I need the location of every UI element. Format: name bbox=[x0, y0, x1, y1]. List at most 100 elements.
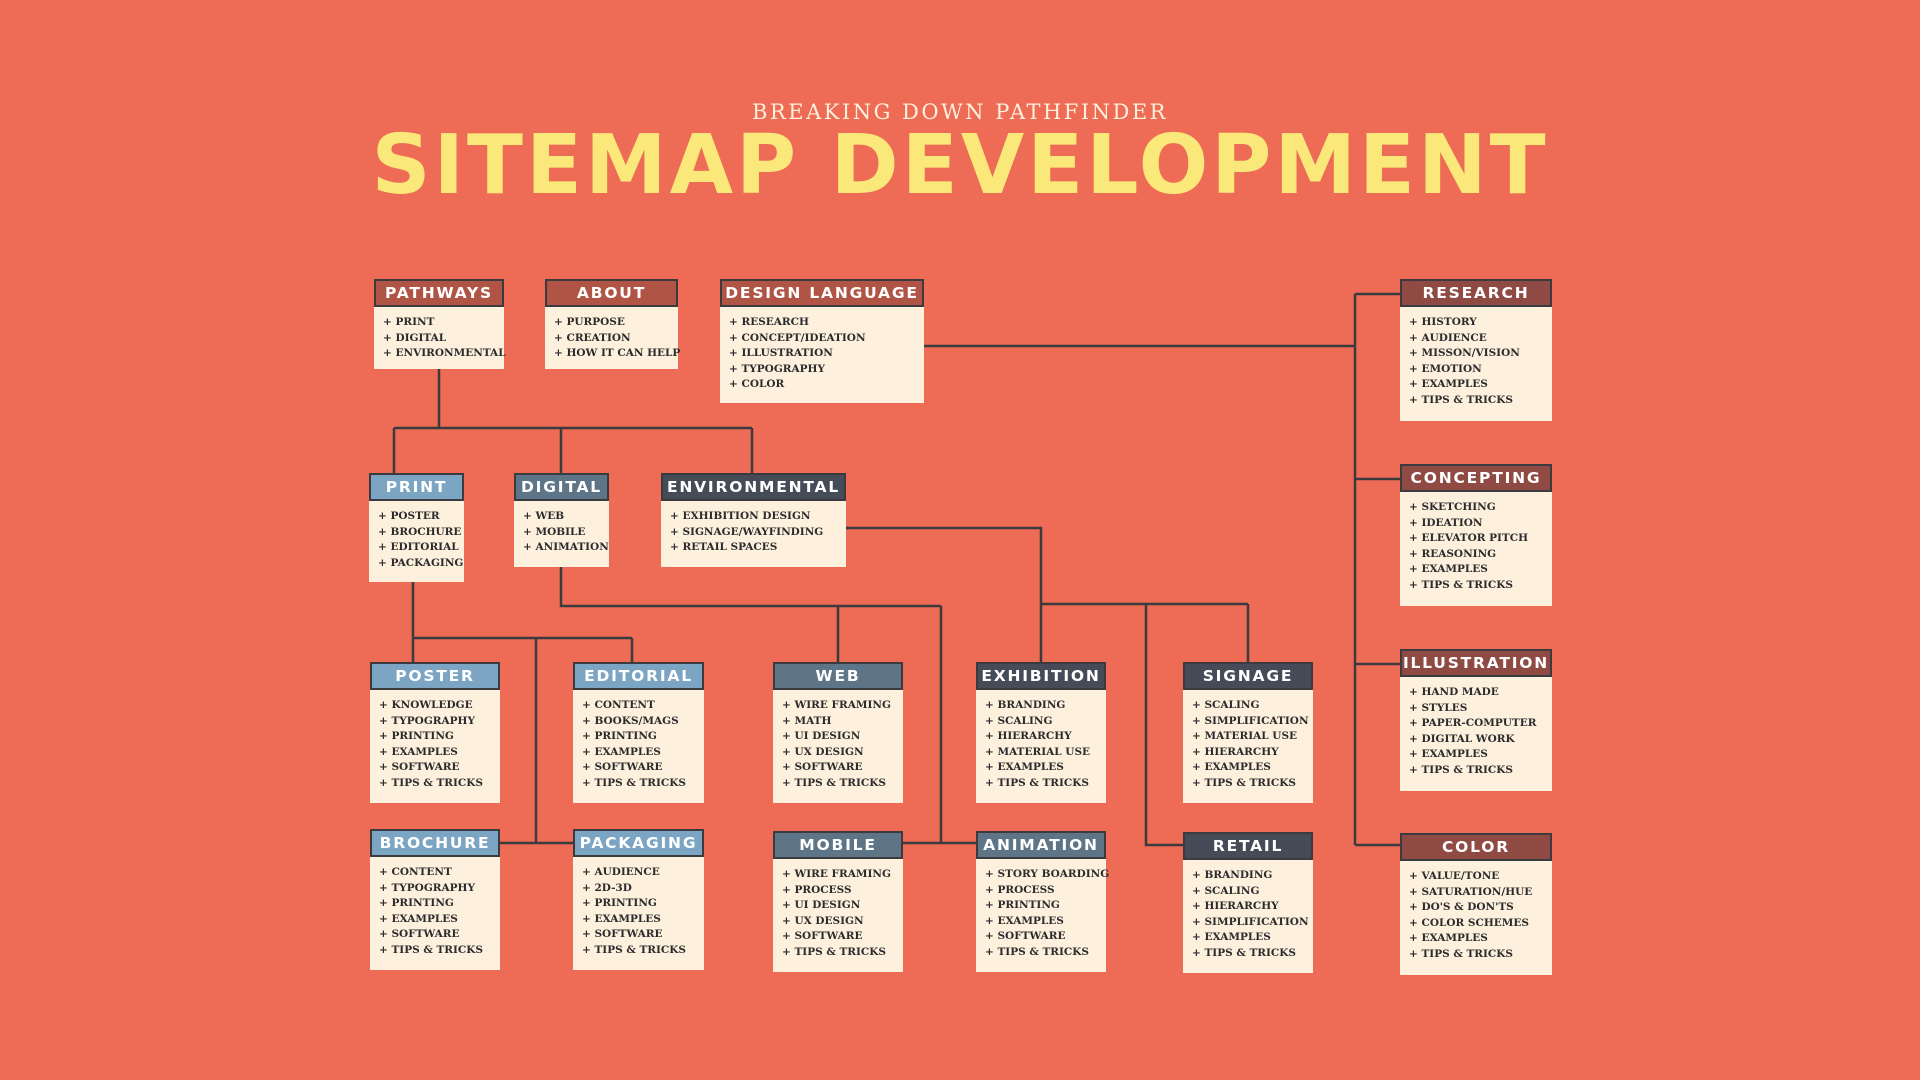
list-item: SKETCHING bbox=[1409, 500, 1552, 516]
node-illustration: ILLUSTRATION HAND MADE STYLES PAPER-COMP… bbox=[1400, 649, 1552, 791]
list-item: KNOWLEDGE bbox=[379, 698, 500, 714]
node-research: RESEARCH HISTORY AUDIENCE MISSON/VISION … bbox=[1400, 279, 1552, 421]
list-item: SATURATION/HUE bbox=[1409, 885, 1552, 901]
list-item: CONTENT bbox=[379, 865, 500, 881]
node-exhibition-title: EXHIBITION bbox=[976, 662, 1106, 690]
node-concepting-title: CONCEPTING bbox=[1400, 464, 1552, 492]
list-item: ELEVATOR PITCH bbox=[1409, 531, 1552, 547]
list-item: PURPOSE bbox=[554, 315, 678, 331]
list-item: SOFTWARE bbox=[379, 760, 500, 776]
connector-digital-children bbox=[559, 567, 976, 845]
list-item: PRINT bbox=[383, 315, 504, 331]
list-item: SOFTWARE bbox=[582, 760, 704, 776]
list-item: TIPS & TRICKS bbox=[782, 776, 903, 792]
node-animation-title: ANIMATION bbox=[976, 831, 1106, 859]
node-concepting: CONCEPTING SKETCHING IDEATION ELEVATOR P… bbox=[1400, 464, 1552, 606]
list-item: WIRE FRAMING bbox=[782, 698, 903, 714]
list-item: SIGNAGE/WAYFINDING bbox=[670, 525, 846, 541]
list-item: COLOR bbox=[729, 377, 924, 393]
list-item: RESEARCH bbox=[729, 315, 924, 331]
list-item: SIMPLIFICATION bbox=[1192, 915, 1313, 931]
list-item: TIPS & TRICKS bbox=[985, 776, 1106, 792]
node-print: PRINT POSTER BROCHURE EDITORIAL PACKAGIN… bbox=[369, 473, 464, 582]
list-item: EXAMPLES bbox=[1192, 930, 1313, 946]
list-item: DIGITAL bbox=[383, 331, 504, 347]
list-item: TIPS & TRICKS bbox=[1409, 393, 1552, 409]
node-animation: ANIMATION STORY BOARDING PROCESS PRINTIN… bbox=[976, 831, 1109, 972]
list-item: TIPS & TRICKS bbox=[379, 943, 500, 959]
list-item: BROCHURE bbox=[378, 525, 464, 541]
list-item: TYPOGRAPHY bbox=[729, 362, 924, 378]
list-item: HOW IT CAN HELP bbox=[554, 346, 680, 362]
node-digital: DIGITAL WEB MOBILE ANIMATION bbox=[514, 473, 609, 567]
list-item: CONCEPT/IDEATION bbox=[729, 331, 924, 347]
list-item: SOFTWARE bbox=[379, 927, 500, 943]
node-environmental: ENVIRONMENTAL EXHIBITION DESIGN SIGNAGE/… bbox=[661, 473, 846, 567]
node-design-language: DESIGN LANGUAGE RESEARCH CONCEPT/IDEATIO… bbox=[720, 279, 924, 403]
list-item: EXAMPLES bbox=[1192, 760, 1313, 776]
node-brochure: BROCHURE CONTENT TYPOGRAPHY PRINTING EXA… bbox=[370, 829, 500, 970]
list-item: MATERIAL USE bbox=[1192, 729, 1313, 745]
list-item: MISSON/VISION bbox=[1409, 346, 1552, 362]
list-item: ENVIRONMENTAL bbox=[383, 346, 505, 362]
list-item: BOOKS/MAGS bbox=[582, 714, 704, 730]
node-editorial-title: EDITORIAL bbox=[573, 662, 704, 690]
list-item: PAPER-COMPUTER bbox=[1409, 716, 1552, 732]
list-item: CONTENT bbox=[582, 698, 704, 714]
list-item: PRINTING bbox=[582, 729, 704, 745]
list-item: STORY BOARDING bbox=[985, 867, 1109, 883]
list-item: HAND MADE bbox=[1409, 685, 1552, 701]
node-brochure-title: BROCHURE bbox=[370, 829, 500, 857]
list-item: EXAMPLES bbox=[582, 912, 704, 928]
node-packaging-title: PACKAGING bbox=[573, 829, 704, 857]
list-item: VALUE/TONE bbox=[1409, 869, 1552, 885]
list-item: WEB bbox=[523, 509, 609, 525]
node-signage: SIGNAGE SCALING SIMPLIFICATION MATERIAL … bbox=[1183, 662, 1313, 803]
node-illustration-title: ILLUSTRATION bbox=[1400, 649, 1552, 677]
list-item: TIPS & TRICKS bbox=[379, 776, 500, 792]
list-item: UI DESIGN bbox=[782, 729, 903, 745]
connector-design-language-children bbox=[924, 292, 1400, 847]
list-item: TIPS & TRICKS bbox=[1409, 947, 1552, 963]
list-item: HIERARCHY bbox=[1192, 745, 1313, 761]
node-mobile: MOBILE WIRE FRAMING PROCESS UI DESIGN UX… bbox=[773, 831, 903, 972]
list-item: 2D-3D bbox=[582, 881, 704, 897]
list-item: TIPS & TRICKS bbox=[582, 776, 704, 792]
list-item: AUDIENCE bbox=[582, 865, 704, 881]
list-item: MOBILE bbox=[523, 525, 609, 541]
list-item: TIPS & TRICKS bbox=[782, 945, 903, 961]
node-print-title: PRINT bbox=[369, 473, 464, 501]
node-mobile-title: MOBILE bbox=[773, 831, 903, 859]
node-environmental-title: ENVIRONMENTAL bbox=[661, 473, 846, 501]
node-about: ABOUT PURPOSE CREATION HOW IT CAN HELP bbox=[545, 279, 680, 369]
list-item: IDEATION bbox=[1409, 516, 1552, 532]
list-item: TIPS & TRICKS bbox=[1409, 763, 1552, 779]
list-item: EXHIBITION DESIGN bbox=[670, 509, 846, 525]
node-color-title: COLOR bbox=[1400, 833, 1552, 861]
connector-environmental-children bbox=[846, 526, 1250, 847]
list-item: ILLUSTRATION bbox=[729, 346, 924, 362]
list-item: EDITORIAL bbox=[378, 540, 464, 556]
list-item: SCALING bbox=[985, 714, 1106, 730]
list-item: TIPS & TRICKS bbox=[1192, 946, 1313, 962]
list-item: UX DESIGN bbox=[782, 745, 903, 761]
node-design-language-title: DESIGN LANGUAGE bbox=[720, 279, 924, 307]
node-poster-title: POSTER bbox=[370, 662, 500, 690]
list-item: PROCESS bbox=[985, 883, 1106, 899]
node-pathways-title: PATHWAYS bbox=[374, 279, 504, 307]
node-exhibition: EXHIBITION BRANDING SCALING HIERARCHY MA… bbox=[976, 662, 1106, 803]
list-item: EXAMPLES bbox=[1409, 747, 1552, 763]
node-color: COLOR VALUE/TONE SATURATION/HUE DO'S & D… bbox=[1400, 833, 1552, 975]
list-item: EXAMPLES bbox=[985, 914, 1106, 930]
list-item: PROCESS bbox=[782, 883, 903, 899]
list-item: TYPOGRAPHY bbox=[379, 714, 500, 730]
node-about-title: ABOUT bbox=[545, 279, 678, 307]
list-item: SIMPLIFICATION bbox=[1192, 714, 1313, 730]
node-retail: RETAIL BRANDING SCALING HIERARCHY SIMPLI… bbox=[1183, 832, 1313, 973]
list-item: AUDIENCE bbox=[1409, 331, 1552, 347]
list-item: TIPS & TRICKS bbox=[1409, 578, 1552, 594]
node-research-title: RESEARCH bbox=[1400, 279, 1552, 307]
list-item: EXAMPLES bbox=[985, 760, 1106, 776]
list-item: SOFTWARE bbox=[985, 929, 1106, 945]
